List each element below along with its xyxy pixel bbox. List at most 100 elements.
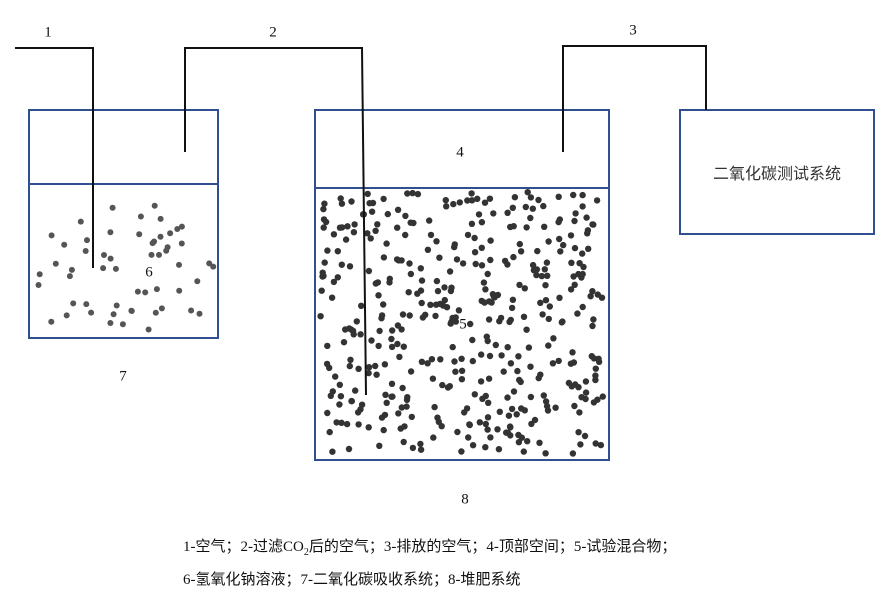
particle bbox=[520, 448, 527, 455]
particle bbox=[113, 302, 120, 309]
particle bbox=[176, 261, 182, 268]
particle bbox=[555, 193, 562, 200]
particle bbox=[475, 211, 483, 218]
particle bbox=[534, 247, 541, 255]
particle bbox=[349, 327, 357, 335]
particle bbox=[521, 285, 528, 292]
particle bbox=[556, 235, 563, 243]
particle bbox=[542, 282, 549, 289]
particle bbox=[109, 204, 116, 211]
particle bbox=[583, 214, 590, 221]
particle bbox=[527, 363, 534, 370]
particle bbox=[482, 444, 489, 451]
label-5: 5 bbox=[459, 316, 467, 333]
particle bbox=[495, 446, 503, 453]
particle bbox=[355, 421, 362, 428]
particle bbox=[388, 335, 395, 343]
particle bbox=[458, 376, 466, 383]
particle bbox=[375, 342, 382, 350]
particle bbox=[178, 240, 185, 247]
particle bbox=[465, 434, 472, 441]
particle bbox=[558, 319, 565, 326]
particle bbox=[504, 344, 511, 351]
particle bbox=[575, 429, 582, 436]
particle bbox=[142, 289, 149, 296]
particle bbox=[590, 399, 598, 406]
particle bbox=[368, 208, 376, 215]
particle bbox=[351, 221, 358, 228]
particle bbox=[545, 315, 552, 323]
particle bbox=[406, 312, 413, 319]
particle bbox=[399, 384, 406, 392]
test-mixture-particles bbox=[317, 189, 606, 457]
particle bbox=[68, 266, 75, 273]
particle bbox=[449, 343, 456, 351]
particle bbox=[461, 409, 468, 416]
particle bbox=[318, 287, 325, 294]
air-inlet-pipe bbox=[15, 47, 94, 268]
particle bbox=[538, 272, 545, 280]
particle bbox=[409, 444, 417, 452]
particle bbox=[574, 310, 581, 317]
particle bbox=[317, 313, 324, 320]
particle bbox=[481, 299, 488, 306]
particle bbox=[336, 401, 343, 408]
particle bbox=[350, 229, 358, 236]
particle bbox=[194, 278, 201, 285]
particle bbox=[485, 399, 492, 406]
particle bbox=[592, 440, 599, 447]
particle bbox=[589, 221, 596, 228]
particle bbox=[589, 322, 596, 330]
label-7: 7 bbox=[119, 368, 127, 385]
particle bbox=[592, 376, 599, 384]
particle bbox=[510, 388, 518, 395]
particle bbox=[424, 246, 432, 253]
particle bbox=[401, 423, 408, 430]
particle bbox=[347, 356, 354, 363]
particle bbox=[458, 448, 465, 455]
particle bbox=[417, 446, 425, 453]
particle bbox=[464, 197, 471, 204]
particle bbox=[525, 344, 533, 351]
particle bbox=[468, 197, 476, 204]
particle bbox=[389, 393, 396, 400]
particle bbox=[509, 296, 517, 303]
particle bbox=[528, 420, 535, 428]
particle bbox=[555, 218, 562, 226]
particle bbox=[481, 199, 489, 206]
particle bbox=[456, 199, 463, 206]
particle bbox=[579, 203, 586, 210]
particle bbox=[399, 311, 407, 318]
particle bbox=[374, 221, 381, 228]
particle bbox=[500, 368, 507, 375]
particle bbox=[343, 420, 351, 428]
particle bbox=[584, 227, 592, 234]
particle bbox=[35, 282, 42, 288]
particle bbox=[507, 223, 514, 231]
particle bbox=[400, 343, 407, 350]
particle bbox=[188, 307, 195, 314]
particle bbox=[544, 407, 552, 414]
particle bbox=[510, 253, 517, 261]
particle bbox=[469, 336, 476, 344]
particle bbox=[581, 432, 589, 440]
particle bbox=[372, 227, 379, 234]
particle bbox=[381, 411, 389, 419]
particle bbox=[497, 314, 505, 322]
particle bbox=[178, 223, 185, 230]
particle bbox=[494, 426, 501, 433]
particle bbox=[151, 202, 158, 209]
particle bbox=[484, 414, 492, 421]
particle bbox=[485, 375, 493, 382]
particle bbox=[36, 271, 43, 278]
particle bbox=[504, 429, 512, 436]
particle bbox=[320, 224, 327, 231]
particle bbox=[358, 302, 365, 309]
particle bbox=[482, 392, 489, 400]
particle bbox=[447, 287, 455, 295]
particle bbox=[52, 260, 59, 267]
particle bbox=[560, 241, 567, 249]
particle bbox=[428, 356, 436, 363]
particle bbox=[426, 217, 433, 224]
